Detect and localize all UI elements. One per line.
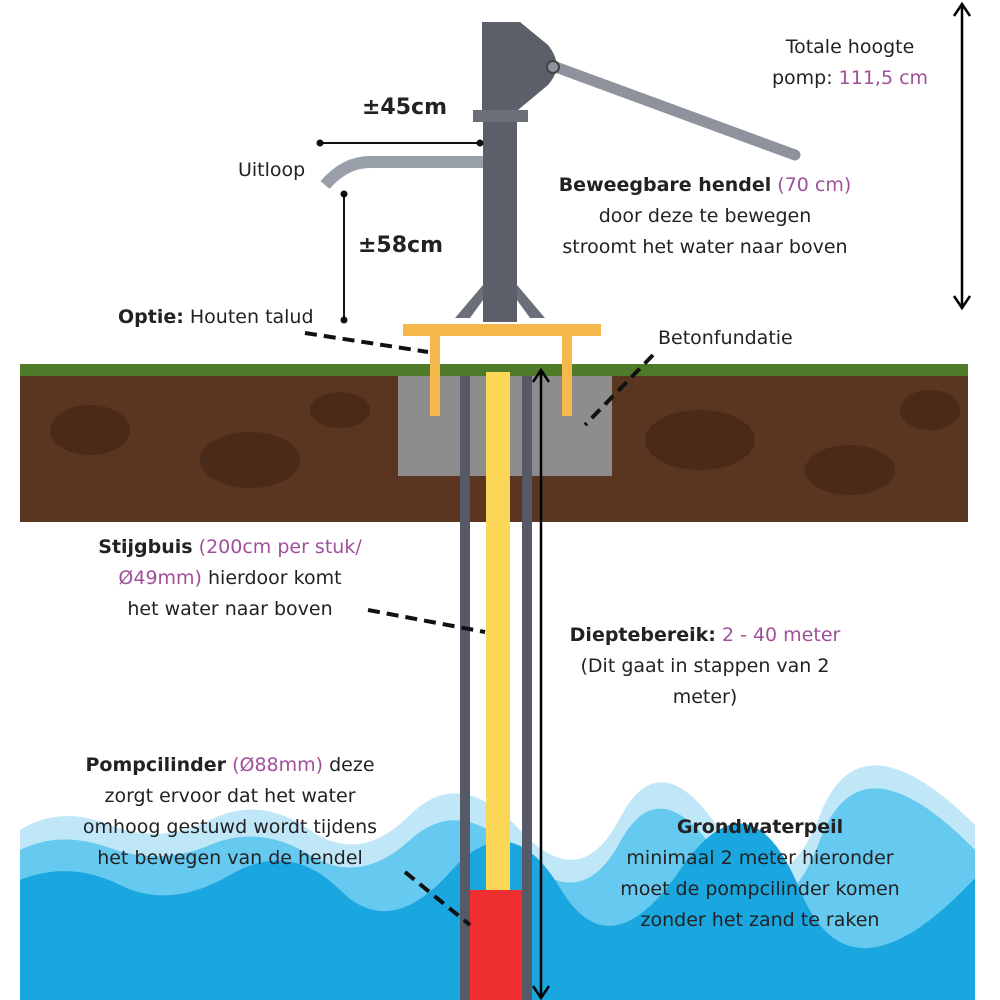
- total-height-prefix: pomp:: [771, 67, 839, 89]
- groundwater-title: Grondwaterpeil: [676, 816, 844, 838]
- option-label: Optie: Houten talud: [118, 302, 314, 333]
- riser-label: Stijgbuis (200cm per stuk/ Ø49mm) hierdo…: [80, 532, 380, 625]
- handle-title: Beweegbare hendel: [558, 174, 772, 196]
- casing-pipe-right: [522, 376, 532, 1000]
- groundwater-line4: zonder het zand te raken: [640, 909, 880, 931]
- total-height-label: Totale hoogte pomp: 111,5 cm: [750, 32, 950, 94]
- total-height-line2: pomp: 111,5 cm: [750, 63, 950, 94]
- grass: [20, 364, 968, 376]
- handle-line2: door deze te bewegen: [598, 205, 812, 227]
- cylinder-line4: het bewegen van de hendel: [97, 847, 363, 869]
- soil-texture: [50, 390, 960, 495]
- dimension-lines: [320, 142, 480, 320]
- depth-line3: meter): [672, 686, 738, 708]
- wooden-frame: [403, 324, 601, 416]
- cylinder-line1-suffix: deze: [323, 754, 375, 776]
- cylinder-value: (Ø88mm): [232, 754, 324, 776]
- handle-line3: stroomt het water naar boven: [562, 236, 848, 258]
- pump-handle: [547, 60, 801, 161]
- spout-label: Uitloop: [238, 159, 306, 181]
- cylinder-label: Pompcilinder (Ø88mm) deze zorgt ervoor d…: [50, 750, 410, 874]
- cylinder-line2: zorgt ervoor dat het water: [104, 785, 356, 807]
- groundwater-label: Grondwaterpeil minimaal 2 meter hieronde…: [590, 812, 930, 936]
- riser-line2: hierdoor komt: [201, 567, 342, 589]
- total-height-arrow: [952, 1, 972, 311]
- width-dimension: ±45cm: [362, 95, 448, 120]
- depth-line2: (Dit gaat in stappen van 2: [580, 655, 830, 677]
- groundwater: [20, 765, 975, 1000]
- total-height-value: 111,5 cm: [838, 67, 929, 89]
- hand-pump: [320, 22, 801, 322]
- handle-label: Beweegbare hendel (70 cm) door deze te b…: [540, 170, 870, 263]
- riser-pipe: [486, 372, 510, 892]
- depth-arrow: [531, 367, 551, 1000]
- cylinder-line3: omhoog gestuwd wordt tijdens: [82, 816, 378, 838]
- riser-title: Stijgbuis: [98, 536, 193, 558]
- depth-label: Dieptebereik: 2 - 40 meter (Dit gaat in …: [555, 620, 855, 713]
- riser-value1: (200cm per stuk/: [198, 536, 362, 558]
- casing-pipe-left: [460, 376, 470, 1000]
- groundwater-line3: moet de pompcilinder komen: [620, 878, 900, 900]
- option-title: Optie:: [118, 306, 184, 328]
- groundwater-line2: minimaal 2 meter hieronder: [626, 847, 894, 869]
- depth-value: 2 - 40 meter: [721, 624, 841, 646]
- riser-line3: het water naar boven: [127, 598, 333, 620]
- leader-lines: [304, 331, 655, 927]
- total-height-line1: Totale hoogte: [785, 36, 915, 58]
- cylinder-title: Pompcilinder: [85, 754, 227, 776]
- option-text: Houten talud: [189, 306, 314, 328]
- handle-value: (70 cm): [777, 174, 852, 196]
- depth-title: Dieptebereik:: [569, 624, 716, 646]
- riser-value2: Ø49mm): [118, 567, 202, 589]
- foundation-label: Betonfundatie: [658, 327, 793, 349]
- height-dimension: ±58cm: [358, 233, 444, 258]
- pump-cylinder: [470, 890, 522, 1000]
- spout: [320, 156, 483, 190]
